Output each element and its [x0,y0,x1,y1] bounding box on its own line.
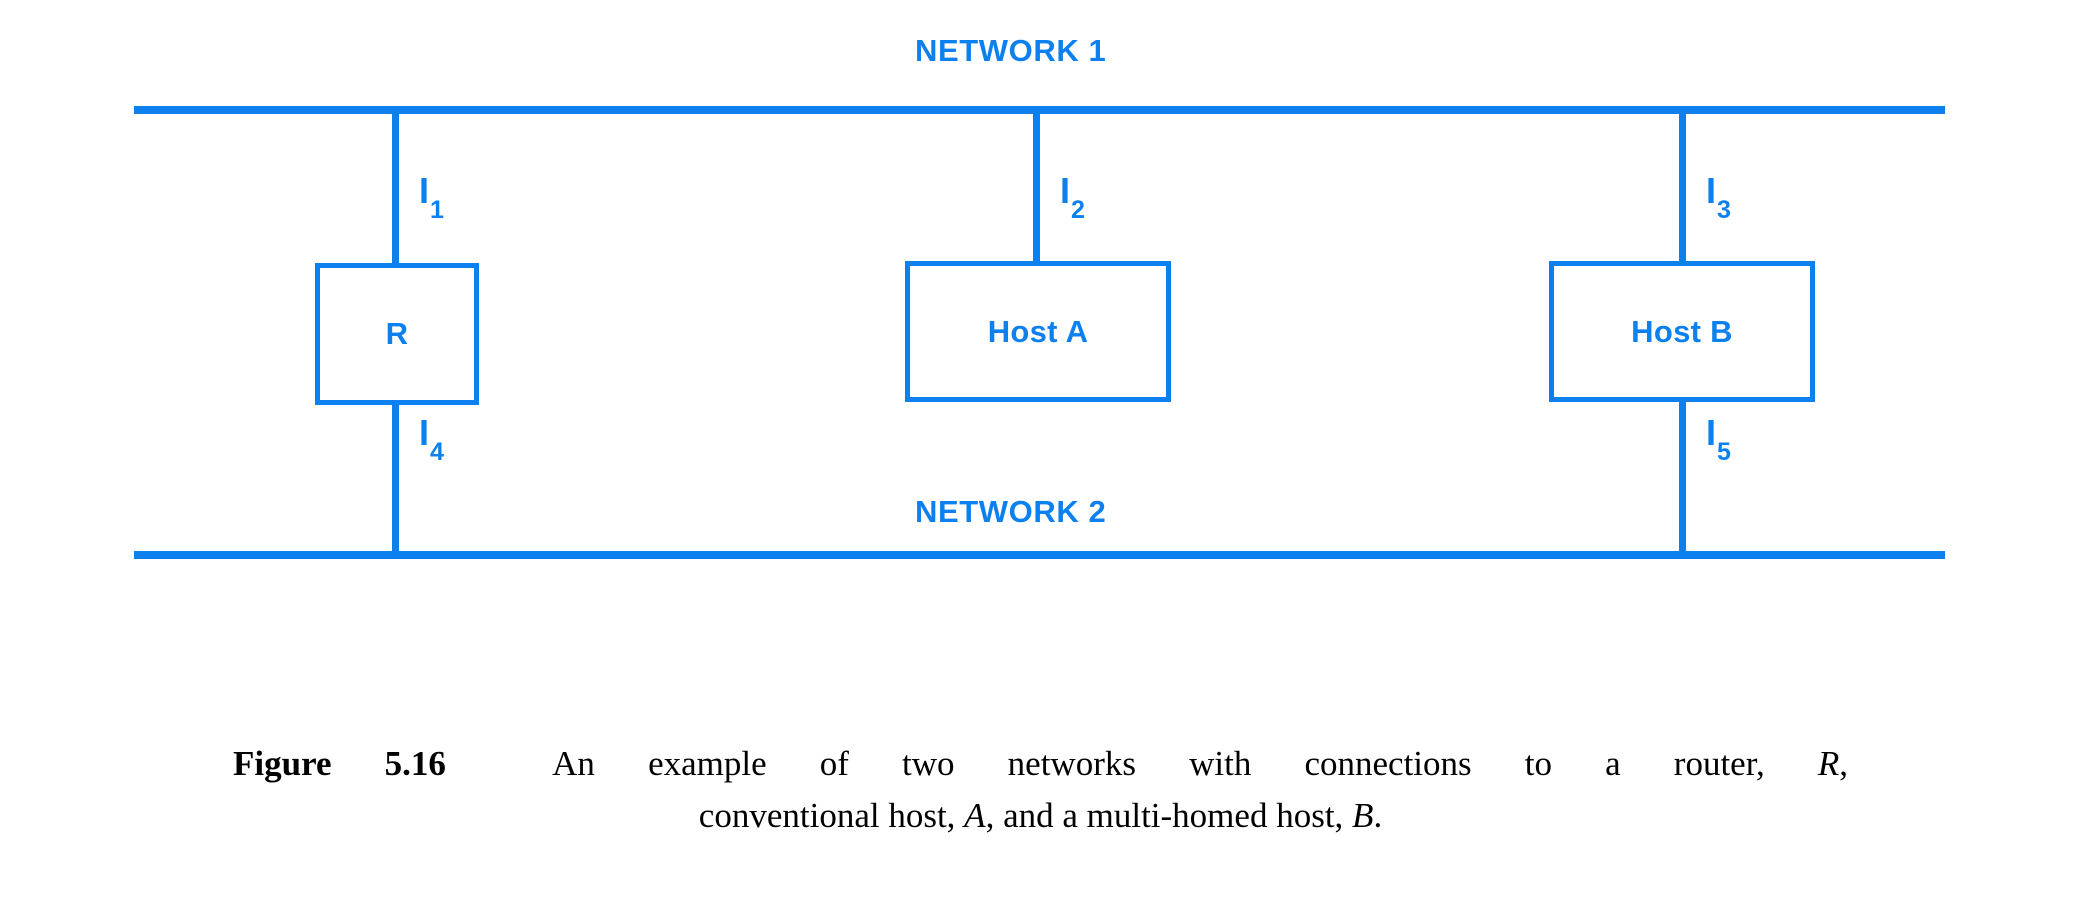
connector-router-to-network-1 [392,110,399,266]
connector-host-b-to-network-2 [1679,400,1686,555]
interface-i1-subscript: 1 [430,196,444,225]
connector-host-a-to-network-1 [1033,110,1040,263]
caption-space-2 [955,796,964,835]
figure-caption-line-1: Figure 5.16 An example of two networks w… [233,740,1848,788]
interface-label-i5: I5 [1706,412,1731,465]
interface-i3-subscript: 3 [1717,196,1731,225]
interface-i5-subscript: 5 [1717,438,1731,467]
connector-host-b-to-network-1 [1679,110,1686,263]
network-1-label: NETWORK 1 [915,33,1107,68]
interface-i3-base: I [1706,170,1717,211]
figure-caption: Figure 5.16 An example of two networks w… [233,740,1848,841]
interface-i1-base: I [419,170,430,211]
node-router: R [315,263,479,405]
figure-caption-body-2b: , and a multi-homed host, [985,796,1344,836]
interface-i4-base: I [419,412,430,453]
figure-caption-line-2: conventional host, A, and a multi-homed … [233,792,1848,840]
network-2-label: NETWORK 2 [915,494,1107,529]
node-host-a-label: Host A [987,313,1089,349]
figure-caption-body-1-tail: , [1839,744,1848,783]
network-2-bus-line [134,551,1945,559]
caption-space-1 [1765,744,1818,783]
interface-i2-subscript: 2 [1071,196,1085,225]
figure-caption-em-b: B [1352,796,1374,836]
figure-caption-body-1: An example of two networks with connecti… [552,744,1765,783]
interface-label-i4: I4 [419,412,444,465]
interface-i2-base: I [1060,170,1071,211]
interface-i4-subscript: 4 [430,438,444,467]
figure-caption-body-2a: conventional host, [698,796,956,836]
interface-label-i1: I1 [419,170,444,223]
network-diagram: NETWORK 1 I1 I2 I3 R Host A Host B I4 I5… [134,33,1945,559]
interface-label-i2: I2 [1060,170,1085,223]
caption-space-3 [1343,796,1352,835]
figure-caption-text-1 [446,744,552,783]
figure-caption-em-a: A [964,796,986,836]
figure-caption-em-r: R [1817,744,1840,783]
node-host-b-label: Host B [1631,313,1733,349]
node-host-a: Host A [905,261,1171,402]
interface-label-i3: I3 [1706,170,1731,223]
connector-router-to-network-2 [392,403,399,555]
figure-number: Figure 5.16 [233,744,446,783]
node-router-label: R [385,316,409,351]
figure-caption-body-2c: . [1373,796,1383,836]
interface-i5-base: I [1706,412,1717,453]
node-host-b: Host B [1549,261,1815,402]
